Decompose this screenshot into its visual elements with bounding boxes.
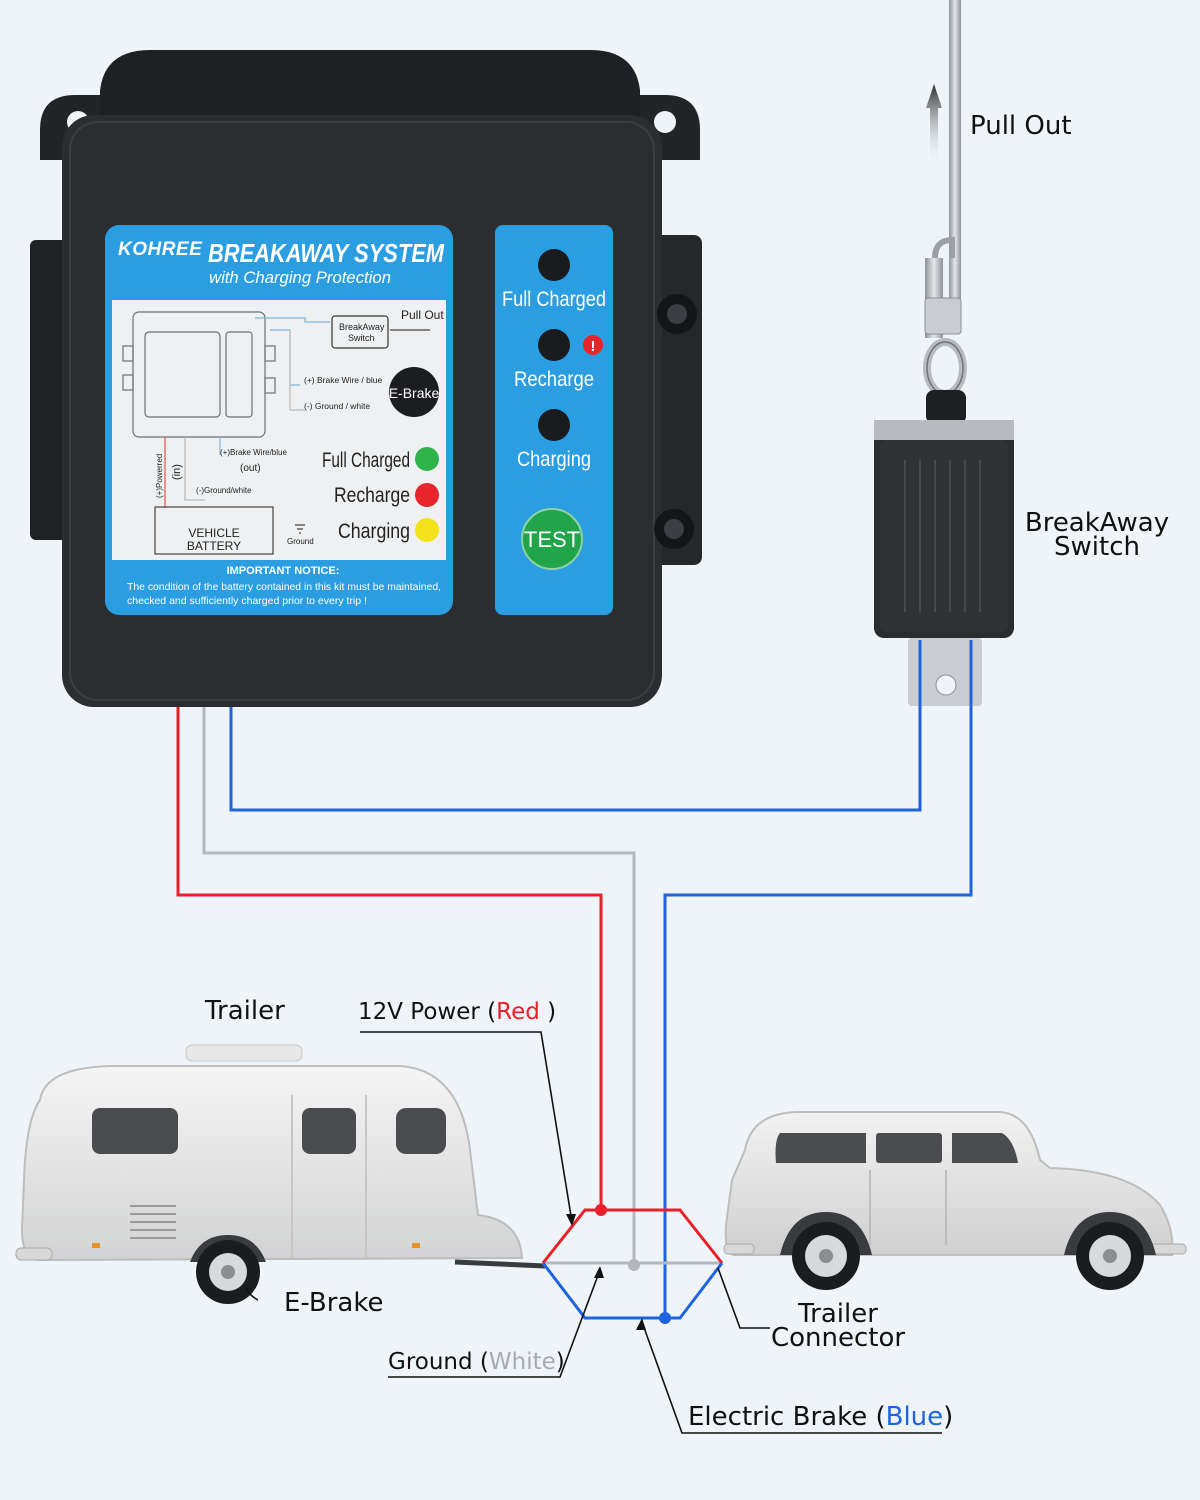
brand-logo: KOHREE [118,239,203,260]
leader-lines [245,1031,942,1434]
schematic-brake-wire: (+) Brake Wire / blue [304,375,382,385]
panel-full-charged: Full Charged [502,288,606,311]
blue-brake-wire-to-switch [229,640,922,812]
notice-title: IMPORTANT NOTICE: [227,565,340,577]
schematic-yellow-led [415,518,439,542]
schematic-full-charged: Full Charged [322,449,410,472]
notice-line-2: checked and sufficiently charged prior t… [127,595,367,607]
breakaway-switch-label-1: BreakAway [1025,508,1169,538]
schematic-green-led [415,447,439,471]
schematic-in: (in) [171,464,183,480]
schematic-battery-1: VEHICLE [188,526,239,540]
alert-mark: ! [591,338,596,355]
white-ground-wire [202,707,636,1265]
label-title: BREAKAWAY SYSTEM [208,238,445,268]
schematic-brake-wire-out: (+)Brake Wire/blue [220,448,287,457]
label-subtitle: with Charging Protection [209,268,391,287]
schematic-pull-out: Pull Out [401,308,444,322]
breakaway-switch [874,390,1014,706]
test-button-label: TEST [524,527,580,552]
ebrake-label: E-Brake [284,1288,383,1318]
product-label: KOHREE BREAKAWAY SYSTEM with Charging Pr… [105,225,453,615]
trailer-label: Trailer [204,996,285,1026]
schematic-powerred: (+)Powerred [155,454,164,498]
white-junction-dot [628,1259,640,1271]
pull-out-arrow [926,84,942,165]
schematic-switch-2: Switch [348,333,375,343]
indicator-panel: Full Charged ! Recharge Charging TEST [495,225,613,615]
trailer-connector-label-1: Trailer [797,1299,878,1329]
red-junction-dot [595,1204,607,1216]
power-wire-label: 12V Power (Red ) [358,999,556,1025]
trailer-illustration [15,1044,546,1304]
schematic-out: (out) [240,463,261,474]
schematic-ground: Ground [287,537,314,546]
schematic-ground-white: (-)Ground/white [196,486,252,495]
alert-icon [583,335,603,355]
trailer-connector-label-2: Connector [771,1323,905,1353]
full-charged-led [538,249,570,281]
red-power-wire [176,707,603,1210]
electric-brake-label: Electric Brake (Blue) [688,1402,953,1432]
test-button[interactable]: TEST [521,508,583,570]
car-illustration [723,1111,1187,1290]
panel-charging: Charging [517,448,591,471]
ground-wire-label: Ground (White) [388,1349,565,1375]
schematic-ground-wire: (-) Ground / white [304,401,370,411]
schematic-battery-2: BATTERY [187,539,241,553]
blue-brake-wire-to-connector [663,640,973,1320]
recharge-led [538,329,570,361]
mini-schematic [122,311,430,555]
blue-junction-dot [659,1312,671,1324]
wiring [176,640,973,1320]
schematic-switch-1: BreakAway [339,322,385,332]
charging-led [538,409,570,441]
pull-out-label: Pull Out [970,111,1072,141]
schematic-red-led [415,483,439,507]
schematic-ebrake: E-Brake [389,385,440,401]
breakaway-switch-label-2: Switch [1054,532,1140,562]
notice-line-1: The condition of the battery contained i… [127,581,441,593]
schematic-recharge: Recharge [334,484,410,507]
panel-recharge: Recharge [514,368,594,391]
pull-cable [923,0,967,398]
schematic-charging: Charging [338,520,410,543]
